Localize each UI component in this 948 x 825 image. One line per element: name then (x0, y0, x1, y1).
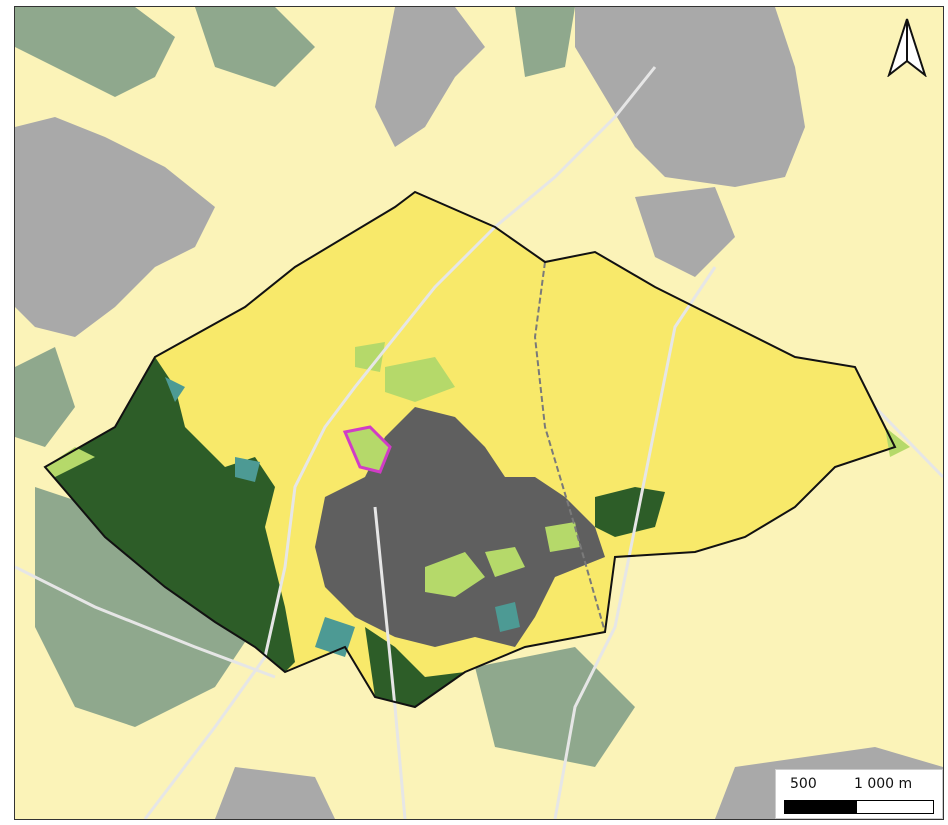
map-canvas[interactable] (15, 7, 943, 819)
municipality-boundary (43, 190, 897, 709)
green-patches (45, 342, 910, 597)
scale-label-1000: 1 000 m (854, 776, 913, 792)
scale-bar-graphic (784, 800, 934, 814)
roads (15, 66, 943, 819)
forest-outside (15, 7, 635, 767)
scale-label-500: 500 (790, 776, 817, 792)
forest-dark-east (595, 487, 665, 537)
highlighted-parcel (342, 425, 392, 474)
north-arrow-icon (887, 18, 927, 78)
urban-areas-outside (15, 7, 943, 819)
scale-bar-black-segment (785, 801, 857, 813)
map-frame[interactable]: 500 1 000 m (14, 6, 944, 820)
scale-bar: 500 1 000 m (775, 769, 943, 819)
railway (533, 261, 606, 633)
forest-dark-west (45, 357, 295, 672)
north-arrow (885, 17, 929, 78)
urban-center (315, 407, 605, 647)
